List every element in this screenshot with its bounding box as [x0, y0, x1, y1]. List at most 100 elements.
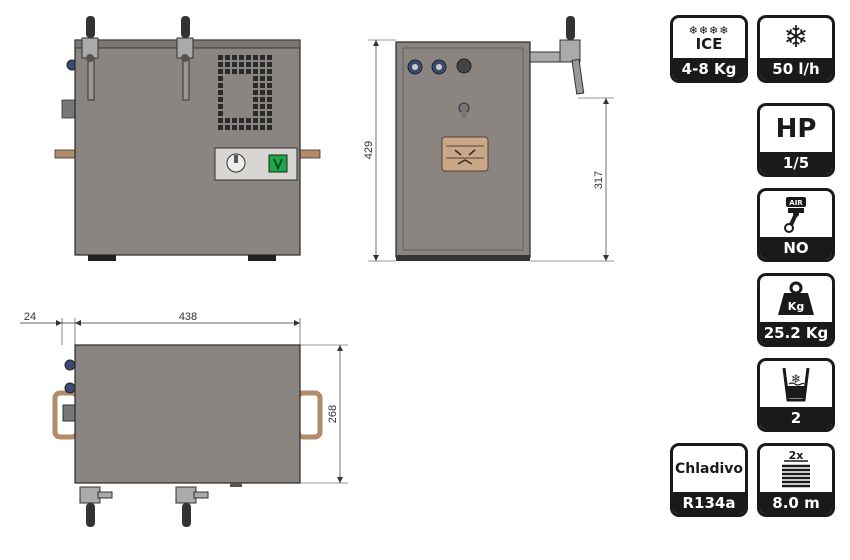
badge-coolant-value: R134a: [673, 492, 745, 514]
vent-hole: [225, 55, 230, 60]
vent-hole: [239, 69, 244, 74]
vent-hole: [218, 111, 223, 116]
vent-hole: [260, 111, 265, 116]
vent-hole: [218, 97, 223, 102]
top-tap-left: [79, 486, 113, 527]
vent-hole: [218, 90, 223, 95]
vent-hole: [232, 118, 237, 123]
vent-hole: [246, 118, 251, 123]
vent-hole: [267, 125, 272, 130]
badge-air-value: NO: [760, 237, 832, 259]
vent-grille: [218, 55, 272, 130]
vent-hole: [267, 55, 272, 60]
vent-hole: [225, 125, 230, 130]
vent-hole: [253, 111, 258, 116]
vent-hole: [253, 125, 258, 130]
vent-hole: [267, 104, 272, 109]
front-view: [54, 16, 321, 261]
vent-hole: [267, 62, 272, 67]
front-tap-left: [81, 16, 99, 101]
vent-hole: [232, 125, 237, 130]
badge-coil: 2x 8.0 m: [757, 443, 835, 517]
vent-hole: [253, 118, 258, 123]
weight-icon: Kg: [778, 281, 814, 315]
vent-hole: [253, 55, 258, 60]
dimension-offset: 24: [24, 311, 36, 323]
brand-plate: [441, 136, 489, 172]
dimension-depth: 268: [327, 405, 339, 423]
vent-hole: [260, 69, 265, 74]
side-view: 429 317: [363, 16, 614, 262]
vent-hole: [218, 69, 223, 74]
weight-icon-label: Kg: [788, 300, 804, 313]
vent-hole: [239, 118, 244, 123]
vent-hole: [260, 118, 265, 123]
vent-hole: [253, 83, 258, 88]
badge-power-label: HP: [775, 114, 817, 144]
technical-drawing: 429 317 24 438: [20, 16, 614, 527]
top-tap-right: [175, 486, 209, 527]
coil-icon: 2x: [782, 449, 810, 488]
front-tap-right: [176, 16, 194, 101]
vent-hole: [218, 118, 223, 123]
vent-hole: [267, 83, 272, 88]
badge-coolant-label: Chladivo: [674, 461, 744, 477]
air-icon-label: AIR: [789, 199, 803, 207]
vent-hole: [239, 55, 244, 60]
vent-hole: [246, 55, 251, 60]
vent-hole: [218, 125, 223, 130]
badge-coolant: Chladivo R134a: [670, 443, 748, 517]
vent-hole: [225, 118, 230, 123]
vent-hole: [218, 55, 223, 60]
snowflake-icon: ❄: [783, 20, 809, 55]
vent-hole: [267, 118, 272, 123]
badge-weight-value: 25.2 Kg: [760, 322, 832, 344]
top-body: [74, 344, 301, 484]
badge-capacity: ❄ 50 l/h: [757, 15, 835, 83]
badge-weight: Kg 25.2 Kg: [757, 273, 835, 347]
vent-hole: [246, 125, 251, 130]
side-tap: [529, 16, 585, 95]
vent-hole: [267, 97, 272, 102]
vent-hole: [260, 90, 265, 95]
vent-hole: [260, 125, 265, 130]
dimension-tap-height: 317: [593, 171, 605, 189]
vent-hole: [260, 104, 265, 109]
top-view: 24 438 268: [20, 311, 348, 527]
vent-hole: [232, 55, 237, 60]
badge-ice-label: ICE: [695, 34, 723, 53]
badge-coil-value: 8.0 m: [760, 492, 832, 514]
badge-ice-value: 4-8 Kg: [673, 58, 745, 80]
vent-hole: [218, 76, 223, 81]
vent-hole: [267, 111, 272, 116]
badge-ice: ❄❄❄❄ ICE 4-8 Kg: [670, 15, 748, 83]
vent-hole: [239, 62, 244, 67]
vent-hole: [225, 69, 230, 74]
cooled-glass-icon: ❄: [782, 367, 810, 402]
vent-hole: [218, 62, 223, 67]
vent-hole: [232, 69, 237, 74]
vent-hole: [253, 62, 258, 67]
air-pump-icon: AIR: [784, 197, 806, 233]
vent-hole: [246, 69, 251, 74]
vent-hole: [260, 62, 265, 67]
vent-hole: [253, 97, 258, 102]
vent-hole: [239, 125, 244, 130]
badge-power: HP 1/5: [757, 103, 835, 177]
vent-hole: [260, 97, 265, 102]
vent-hole: [260, 83, 265, 88]
vent-hole: [253, 69, 258, 74]
snowflake-stars-icon: ❄❄❄❄: [688, 23, 730, 37]
svg-text:❄: ❄: [791, 372, 801, 386]
vent-hole: [267, 90, 272, 95]
vent-hole: [246, 62, 251, 67]
vent-hole: [218, 104, 223, 109]
vent-hole: [260, 76, 265, 81]
vent-hole: [253, 76, 258, 81]
vent-hole: [267, 69, 272, 74]
vent-hole: [232, 62, 237, 67]
badge-taps-value: 2: [760, 407, 832, 429]
badge-power-value: 1/5: [760, 152, 832, 174]
vent-hole: [267, 76, 272, 81]
coil-icon-label: 2x: [789, 449, 804, 462]
